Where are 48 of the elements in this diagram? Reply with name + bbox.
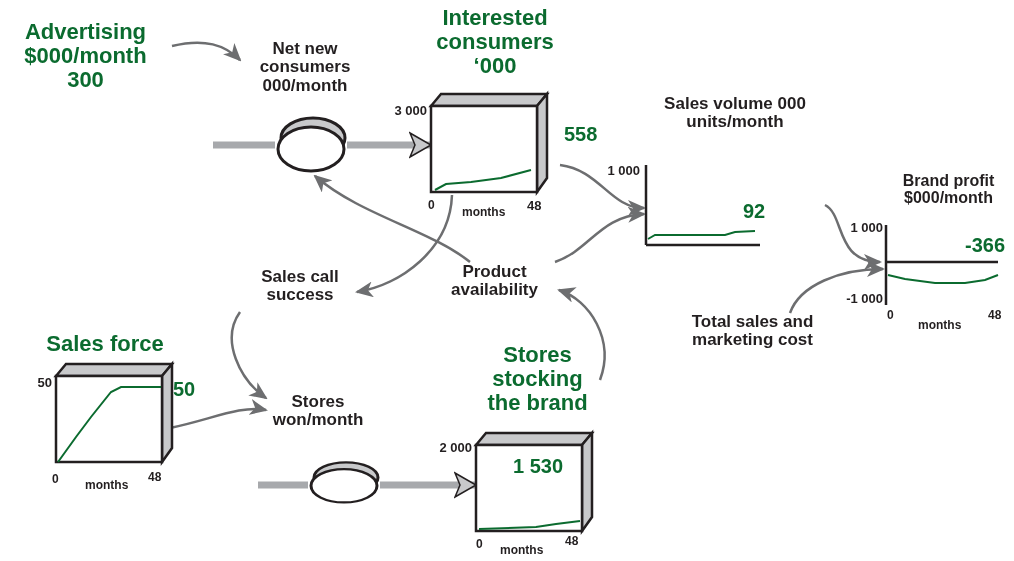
- arrow: [788, 261, 885, 314]
- variable-label: Total sales and marketing cost: [690, 313, 815, 350]
- axis-tick-label: 0: [428, 198, 435, 212]
- axis-tick-label: 48: [988, 308, 1002, 322]
- axis-tick-label: -1 000: [846, 291, 883, 306]
- axis-tick-label: 1 000: [607, 163, 640, 178]
- value-label: 558: [564, 123, 598, 146]
- arrow: [355, 194, 454, 297]
- variable-label: Net new consumers 000/month: [258, 40, 352, 96]
- variable-label: Sales call success: [260, 268, 340, 305]
- arrow: [313, 174, 471, 263]
- arrow: [171, 41, 242, 62]
- stock-title: Sales force: [45, 332, 165, 356]
- axis-label: months: [500, 543, 544, 557]
- chart-title: Sales volume 000 units/month: [663, 95, 807, 132]
- axis-tick-label: 0: [476, 537, 483, 551]
- axis-tick-label: 48: [527, 198, 542, 213]
- value-label: -366: [965, 234, 1006, 257]
- variable-label: Advertising $000/month: [23, 20, 148, 68]
- stock-title: Interested consumers ‘000: [435, 6, 555, 78]
- axis-tick-label: 0: [52, 472, 59, 486]
- arrow: [554, 207, 646, 264]
- arrow: [559, 163, 646, 215]
- arrow: [557, 288, 606, 381]
- axis-tick-label: 3 000: [394, 103, 427, 118]
- axis-tick-label: 0: [887, 308, 894, 322]
- value-label: 1 530: [513, 455, 564, 478]
- value-label: 92: [743, 200, 766, 223]
- axis-tick-label: 48: [565, 534, 579, 548]
- arrow: [824, 204, 882, 269]
- variable-label: Product availability: [450, 263, 539, 300]
- arrow: [230, 311, 268, 400]
- valve-drawing: [275, 115, 347, 173]
- axis-label: months: [462, 205, 506, 219]
- axis-tick-label: 50: [37, 375, 52, 390]
- value-label: 50: [173, 378, 196, 401]
- stock-title: Stores stocking the brand: [486, 343, 589, 415]
- value-label: 300: [66, 67, 105, 92]
- axis-tick-label: 48: [148, 470, 162, 484]
- axis-label: months: [85, 478, 129, 492]
- chart-title: Brand profit $000/month: [901, 172, 996, 207]
- flow-pipe: [380, 472, 477, 498]
- axis-tick-label: 2 000: [439, 440, 472, 455]
- variable-label: Stores won/month: [271, 393, 365, 430]
- axis-tick-label: 1 000: [850, 220, 883, 235]
- flow-pipe: [347, 132, 432, 158]
- valve-drawing: [308, 460, 380, 504]
- axis-label: months: [918, 318, 962, 332]
